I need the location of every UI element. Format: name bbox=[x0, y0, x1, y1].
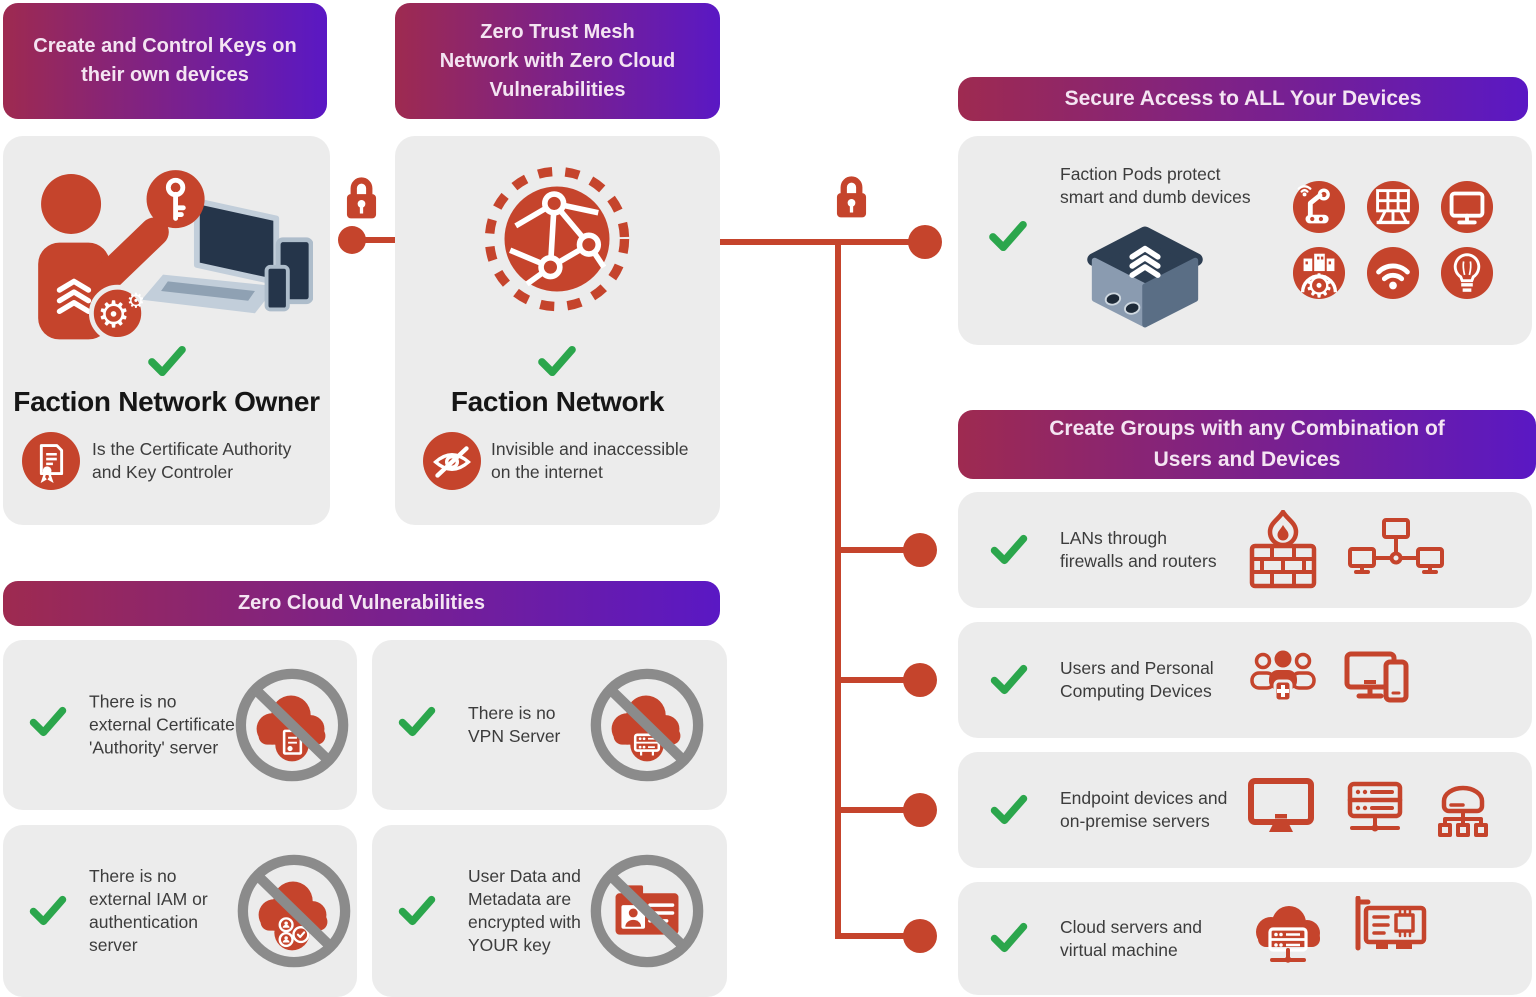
mesh-globe-icon bbox=[482, 164, 632, 314]
header-zero-trust-mesh: Zero Trust Mesh Network with Zero Cloud … bbox=[395, 3, 720, 119]
check-icon bbox=[990, 534, 1028, 565]
personal-devices-icon bbox=[1344, 650, 1410, 708]
vuln-card-userdata: User Data and Metadata are encrypted wit… bbox=[372, 825, 727, 997]
vuln-card-vpn: There is no VPN Server bbox=[372, 640, 727, 810]
no-id-card-icon bbox=[588, 852, 706, 970]
check-icon bbox=[29, 895, 67, 926]
vuln-card-label: User Data and Metadata are encrypted wit… bbox=[468, 865, 581, 956]
cloud-server-icon bbox=[1246, 902, 1330, 968]
vuln-card-label: There is no external Certificate 'Author… bbox=[89, 691, 235, 758]
check-icon bbox=[537, 345, 577, 377]
svg-text:⚙: ⚙ bbox=[1304, 267, 1333, 300]
check-icon bbox=[990, 794, 1028, 825]
header-create-groups: Create Groups with any Combination of Us… bbox=[958, 410, 1536, 479]
faction-network-owner-card: ⚙ ⚙ Faction Network Owner Is the Certifi… bbox=[3, 136, 330, 525]
connector-branch bbox=[838, 807, 906, 813]
header-secure-access: Secure Access to ALL Your Devices bbox=[958, 77, 1528, 121]
no-cloud-iam-icon bbox=[235, 852, 353, 970]
firewall-icon bbox=[1246, 510, 1320, 590]
vuln-card-label: There is no external IAM or authenticati… bbox=[89, 865, 208, 956]
connector-node bbox=[903, 663, 937, 697]
connector-branch bbox=[838, 547, 906, 553]
lan-network-icon bbox=[1348, 518, 1444, 580]
robot-arm-icon bbox=[1292, 180, 1346, 234]
connector-line bbox=[352, 237, 395, 243]
lock-icon bbox=[345, 175, 378, 221]
group-card-lans: LANs through firewalls and routers bbox=[958, 492, 1532, 608]
connector-node bbox=[903, 919, 937, 953]
check-icon bbox=[147, 345, 187, 377]
svg-text:⚙: ⚙ bbox=[97, 293, 130, 336]
check-icon bbox=[990, 664, 1028, 695]
certificate-icon bbox=[22, 432, 80, 490]
connector-node bbox=[903, 793, 937, 827]
vuln-card-label: There is no VPN Server bbox=[468, 702, 561, 746]
connector-node bbox=[908, 225, 942, 259]
user-group-icon bbox=[1250, 648, 1316, 708]
header-create-control-keys: Create and Control Keys on their own dev… bbox=[3, 3, 327, 119]
connector-branch bbox=[838, 677, 906, 683]
lock-icon bbox=[835, 174, 868, 220]
owner-card-description: Is the Certificate Authority and Key Con… bbox=[92, 439, 292, 483]
wifi-icon bbox=[1366, 246, 1420, 300]
connector-trunk-line bbox=[835, 239, 841, 939]
network-card-description: Invisible and inaccessible on the intern… bbox=[491, 439, 689, 483]
group-card-label: Cloud servers and virtual machine bbox=[1060, 916, 1203, 960]
vuln-card-iam: There is no external IAM or authenticati… bbox=[3, 825, 357, 997]
server-rack-icon bbox=[1344, 780, 1406, 838]
check-icon bbox=[398, 895, 436, 926]
header-zero-cloud-vulnerabilities: Zero Cloud Vulnerabilities bbox=[3, 581, 720, 626]
group-card-endpoints: Endpoint devices and on-premise servers bbox=[958, 752, 1532, 868]
network-card-title: Faction Network bbox=[450, 386, 665, 417]
no-cloud-certificate-icon bbox=[233, 666, 351, 784]
group-card-label: Endpoint devices and on-premise servers bbox=[1060, 787, 1228, 831]
solar-panel-icon bbox=[1366, 180, 1420, 234]
monitor-icon bbox=[1440, 180, 1494, 234]
eye-slash-icon bbox=[423, 432, 481, 490]
check-icon bbox=[398, 706, 436, 737]
check-icon bbox=[29, 706, 67, 737]
no-cloud-vpn-icon bbox=[588, 666, 706, 784]
connector-node bbox=[903, 533, 937, 567]
group-card-cloud: Cloud servers and virtual machine bbox=[958, 882, 1532, 995]
monitor-icon bbox=[1248, 778, 1314, 838]
pods-card-description: Faction Pods protect smart and dumb devi… bbox=[1060, 164, 1251, 208]
group-card-users: Users and Personal Computing Devices bbox=[958, 622, 1532, 738]
factory-gear-icon: ⚙ bbox=[1292, 246, 1346, 300]
gpu-card-icon bbox=[1352, 896, 1432, 962]
owner-card-title: Faction Network Owner bbox=[13, 386, 320, 417]
svg-text:⚙: ⚙ bbox=[127, 289, 145, 313]
vuln-card-certificate: There is no external Certificate 'Author… bbox=[3, 640, 357, 810]
group-card-label: Users and Personal Computing Devices bbox=[1060, 657, 1214, 701]
group-card-label: LANs through firewalls and routers bbox=[1060, 527, 1217, 571]
faction-network-card: Faction Network Invisible and inaccessib… bbox=[395, 136, 720, 525]
connector-line bbox=[720, 239, 912, 245]
faction-pods-card: Faction Pods protect smart and dumb devi… bbox=[958, 136, 1532, 345]
faction-pod-device bbox=[1076, 222, 1214, 332]
person-with-key-and-devices-illustration: ⚙ ⚙ bbox=[13, 150, 313, 345]
connector-branch bbox=[838, 933, 906, 939]
lightbulb-icon bbox=[1440, 246, 1494, 300]
check-icon bbox=[988, 220, 1028, 252]
router-tree-icon bbox=[1432, 779, 1494, 839]
check-icon bbox=[990, 922, 1028, 953]
